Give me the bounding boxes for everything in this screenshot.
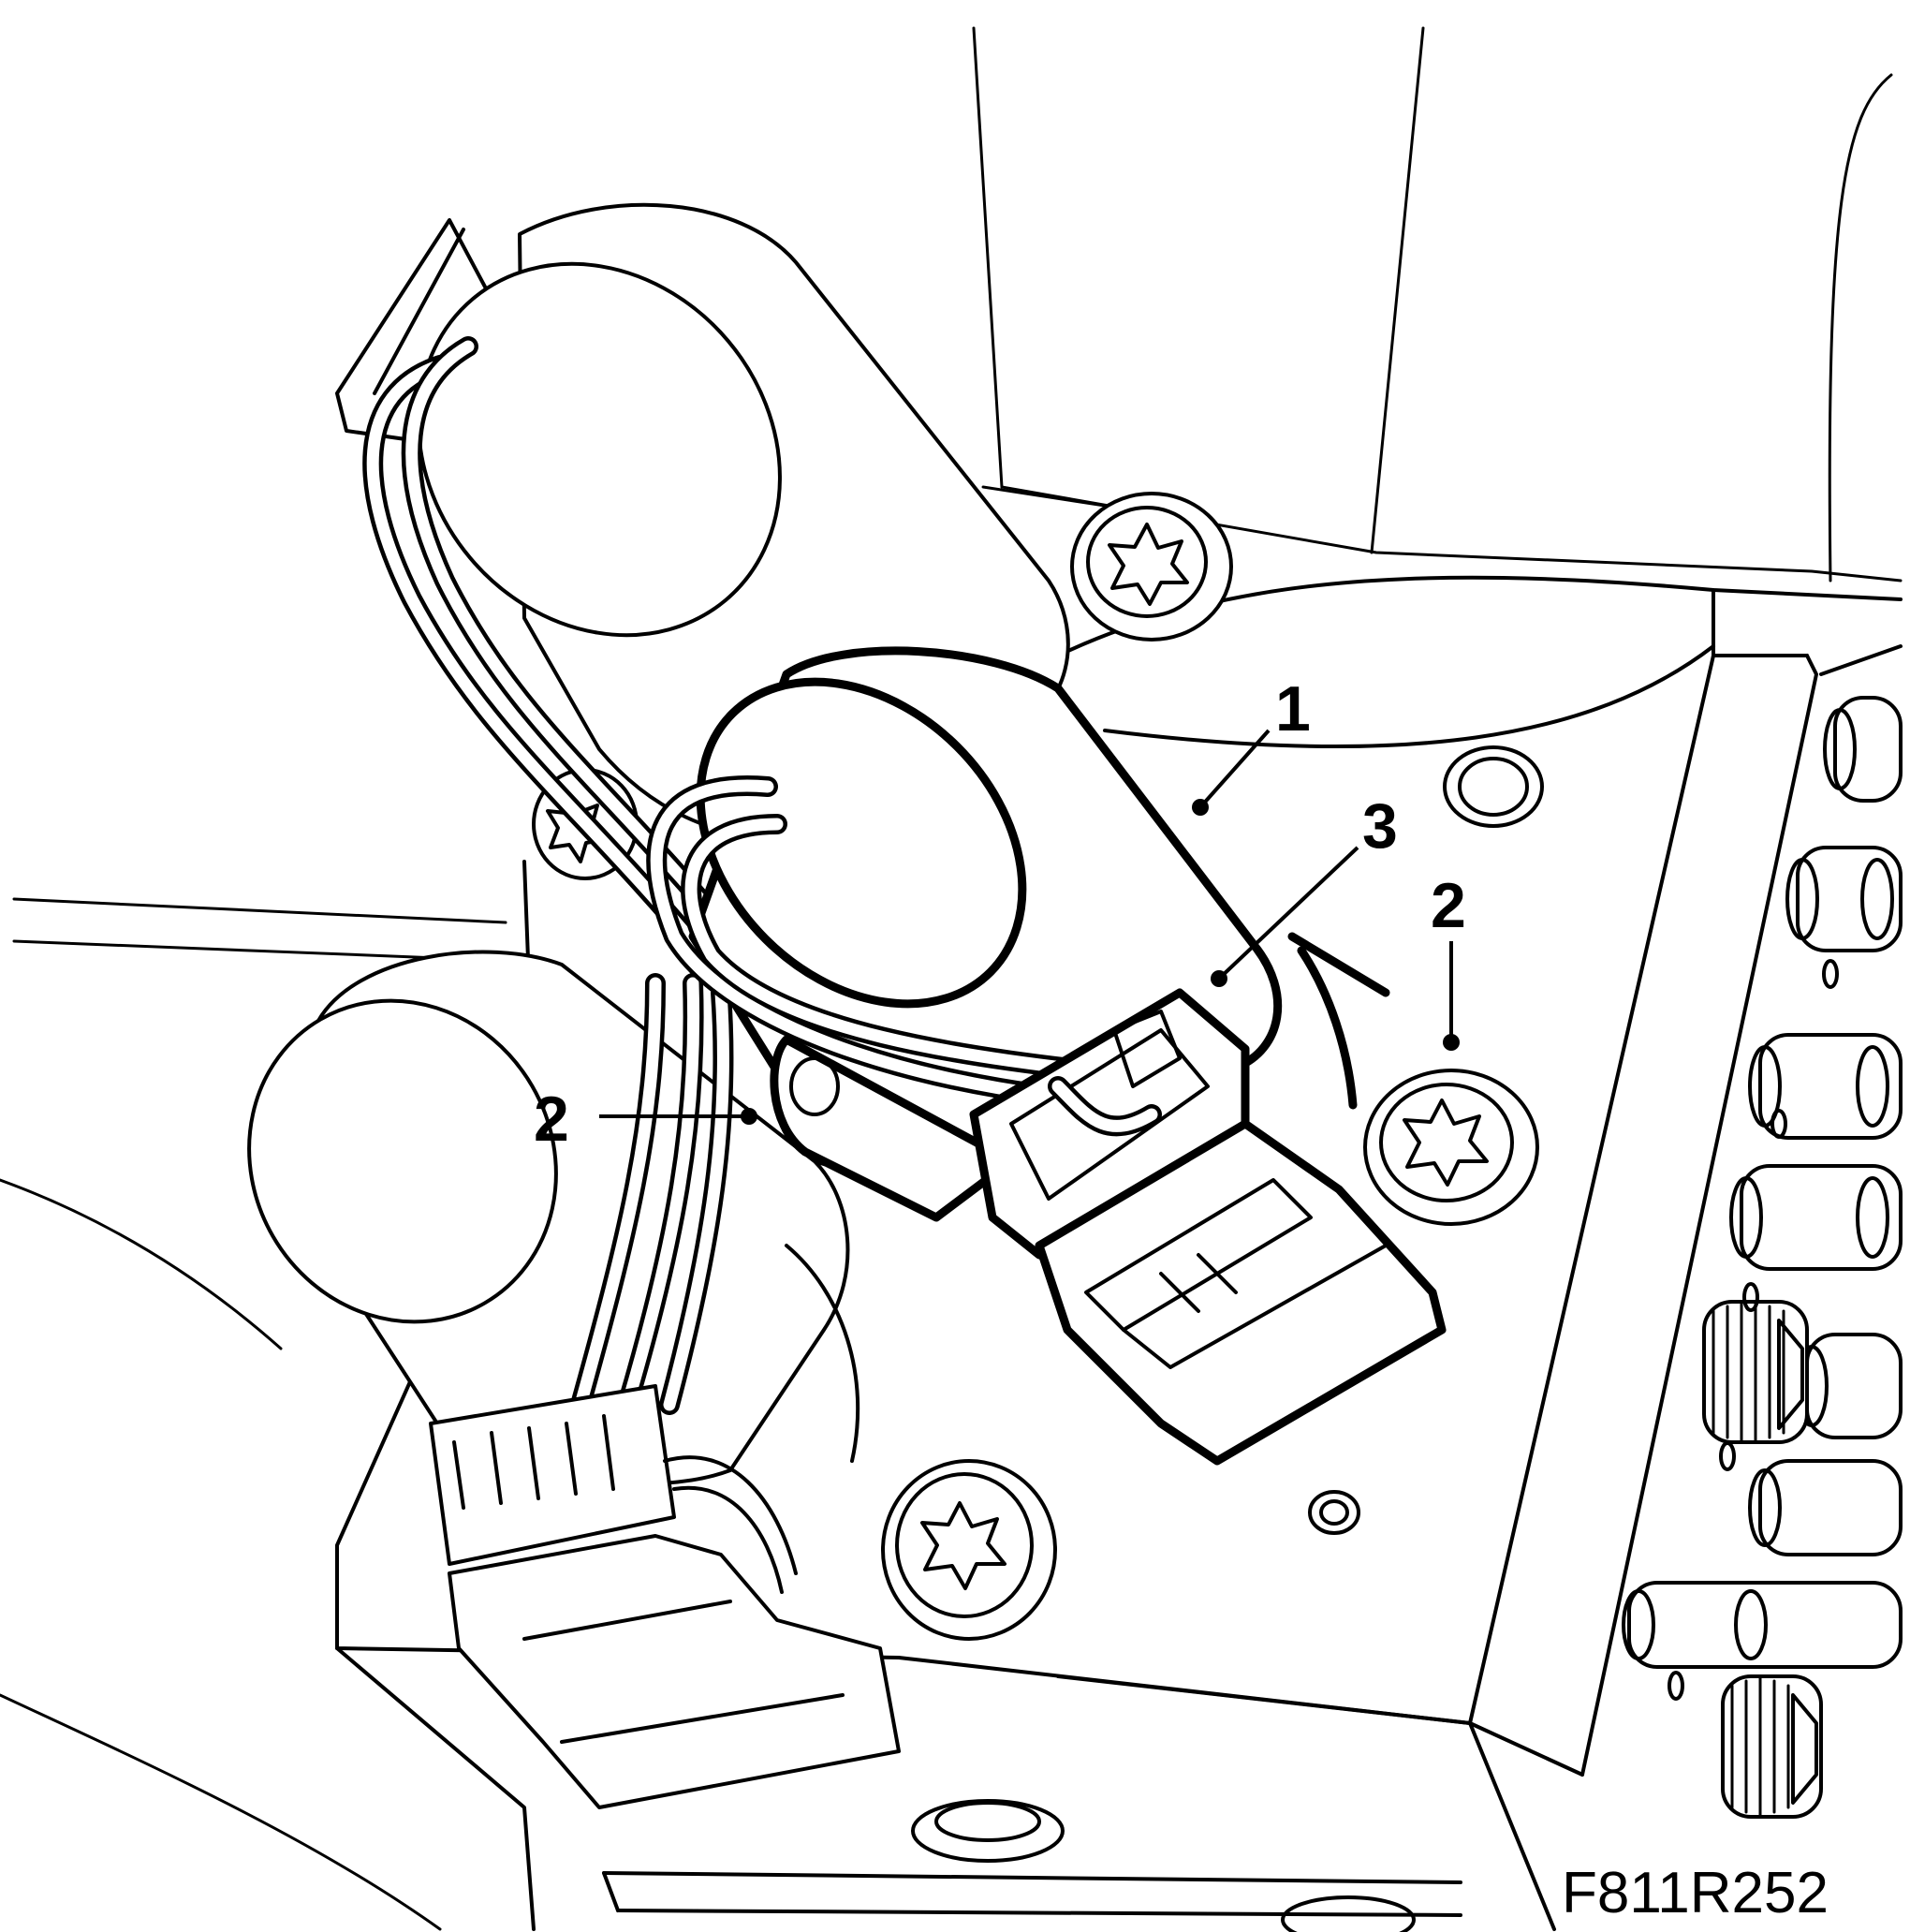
valve-port [1748,1459,1903,1556]
solenoid-callout-1 [646,646,1390,1168]
knurled-screw [1721,1674,1823,1819]
callout-1-dot [1192,799,1209,816]
valve-port [1748,1033,1903,1140]
torx-screw-top [1070,492,1233,642]
figure-code: F811R252 [1562,1861,1829,1925]
valve-port [1823,696,1903,803]
callout-2-right-label: 2 [1431,870,1466,941]
valve-stack [1622,644,1903,1819]
connector-callout-3 [969,988,1447,1466]
callout-1: 1 [1192,673,1311,816]
valve-port [1729,1164,1903,1271]
valve-port [1622,1581,1903,1669]
callout-2-left-dot [741,1108,757,1125]
torx-screw-callout-2 [1363,1069,1539,1226]
knurled-screw [1702,1300,1809,1444]
callout-3-label: 3 [1362,790,1398,862]
callout-2-right: 2 [1431,870,1466,1051]
callout-2-right-dot [1443,1034,1460,1051]
valve-body [335,575,1903,1932]
mounting-bracket [770,1035,1016,1222]
callout-3: 3 [1211,790,1398,987]
callout-3-dot [1211,970,1227,987]
callout-1-label: 1 [1275,673,1311,745]
callout-2-left-label: 2 [534,1084,569,1155]
torx-screw-bottom [881,1459,1057,1641]
callout-2-left: 2 [534,1084,757,1155]
connector-lower [429,973,901,1809]
valve-port [1785,846,1903,952]
valve-port [1795,1333,1903,1439]
